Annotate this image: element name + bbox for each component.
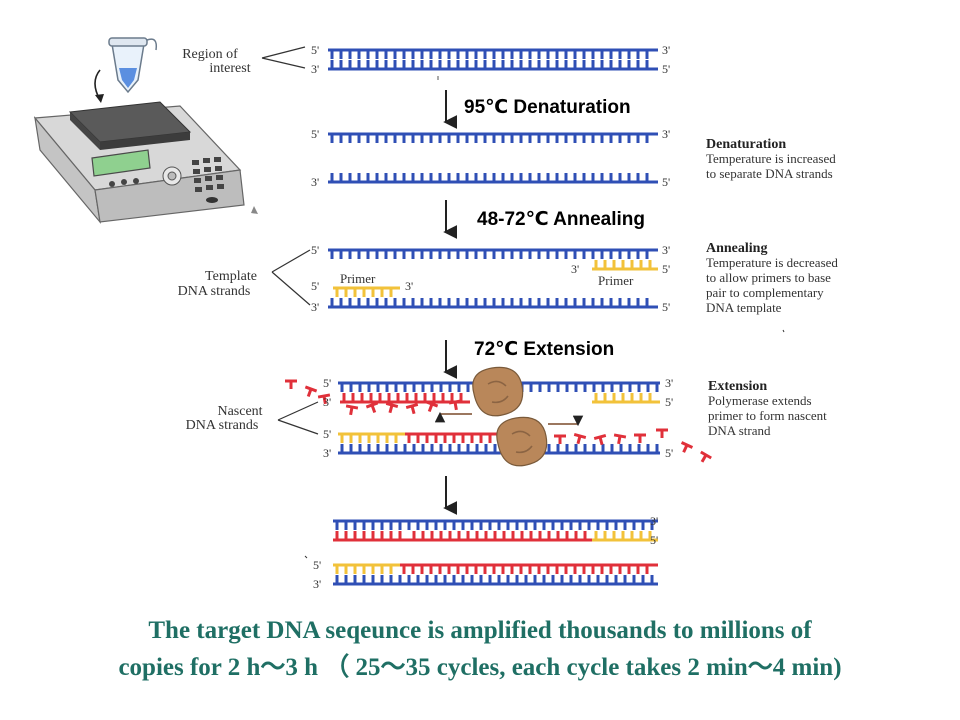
free-nucleotide — [613, 433, 627, 445]
region-bracket — [261, 46, 306, 69]
desc-denaturation-line: to separate DNA strands — [706, 166, 833, 181]
desc-annealing-line: Temperature is decreased — [706, 255, 838, 270]
desc-annealing-line: to allow primers to base — [706, 270, 831, 285]
desc-extension-title: Extension — [708, 379, 767, 394]
primer-anneal-left — [333, 286, 400, 297]
strand-end-label: 5' — [662, 300, 670, 314]
free-nucleotide — [304, 385, 318, 398]
strand-ext-bottom — [338, 444, 660, 455]
strand-anneal-bottom — [328, 298, 658, 309]
desc-denaturation-line: Temperature is increased — [706, 151, 836, 166]
desc-denaturation-title: Denaturation — [706, 137, 786, 152]
polymerase-bottom — [496, 416, 548, 467]
nascent-ext-top — [340, 393, 660, 404]
strand-end-label: 5' — [662, 62, 670, 76]
desc-annealing-title: Annealing — [706, 241, 767, 256]
free-nucleotide — [385, 401, 399, 414]
template-bracket — [271, 249, 311, 306]
label-nascent-strands: Nascent — [217, 404, 262, 419]
label-region-of-interest: interest — [209, 61, 250, 76]
label-template-strands: Template — [205, 269, 257, 284]
nascent-bracket — [277, 401, 319, 435]
primer-anneal-right — [592, 260, 658, 271]
strand-end-label: 3' — [662, 43, 670, 57]
strand-end-label: 5' — [311, 279, 319, 293]
strand-end-label: 5' — [650, 533, 658, 547]
summary-caption: The target DNA seqeunce is amplified tho… — [0, 612, 960, 686]
step-extension: 72℃ Extension — [474, 339, 614, 360]
strand-end-label: 5' — [662, 175, 670, 189]
strand-end-label: 5' — [313, 558, 321, 572]
free-nucleotide — [656, 428, 668, 438]
caption-line-2: copies for 2 h～3 h （ 25～35 cycles, each … — [118, 654, 842, 681]
free-nucleotide — [680, 441, 694, 453]
strand-denat-bottom — [328, 173, 658, 184]
free-nucleotide — [285, 379, 297, 389]
free-nucleotide — [573, 432, 587, 445]
free-nucleotide — [634, 433, 646, 443]
labels: 95℃ Denaturation 48-72℃ Annealing 72℃ Exte… — [178, 43, 839, 591]
strand-prod-top — [333, 519, 658, 530]
free-nucleotide — [425, 400, 439, 413]
label-nascent-strands: DNA strands — [186, 418, 259, 433]
free-nucleotide — [554, 434, 566, 444]
strand-end-label: 3' — [662, 243, 670, 257]
strand-end-label: 5' — [323, 427, 331, 441]
label-region-of-interest: Region of — [182, 47, 238, 62]
desc-annealing-line: pair to complementary — [706, 285, 824, 300]
primer-label-right: Primer — [598, 273, 634, 288]
strand-end-label: 5' — [311, 243, 319, 257]
strand-end-label: 5' — [311, 127, 319, 141]
free-nucleotide — [317, 393, 331, 405]
desc-extension-line: DNA strand — [708, 423, 771, 438]
strand-end-label: 3' — [405, 279, 413, 293]
strand-end-label: 3' — [311, 300, 319, 314]
strand-denat-top — [328, 132, 658, 143]
desc-extension-line: Polymerase extends — [708, 393, 812, 408]
strand-end-label: 3' — [311, 62, 319, 76]
pcr-diagram-svg: 95℃ Denaturation 48-72℃ Annealing 72℃ Exte… — [33, 37, 839, 591]
strand-end-label: 3' — [650, 514, 658, 528]
free-nucleotide — [365, 401, 379, 414]
strand-end-label: 3' — [571, 262, 579, 276]
desc-extension-line: primer to form nascent — [708, 408, 827, 423]
dna-strands — [285, 48, 712, 586]
free-nucleotide — [345, 404, 359, 416]
strand-end-label: 5' — [323, 376, 331, 390]
strand-end-label: 5' — [662, 262, 670, 276]
polymerases — [434, 366, 584, 467]
thermal-cycler-icon — [33, 101, 258, 225]
step-denaturation: 95℃ Denaturation — [464, 97, 631, 118]
free-nucleotide — [405, 402, 419, 415]
strand-end-label: 3' — [662, 127, 670, 141]
desc-annealing-line: DNA template — [706, 300, 782, 315]
free-nucleotide — [700, 450, 712, 463]
strand-end-label: 3' — [311, 175, 319, 189]
free-nucleotide — [593, 433, 607, 446]
strand-region-bottom — [328, 60, 658, 71]
strand-end-label: 5' — [665, 395, 673, 409]
strand-end-label: 3' — [313, 577, 321, 591]
free-nucleotide — [448, 399, 462, 411]
strand-anneal-top — [328, 248, 658, 259]
strand-region-top — [328, 48, 658, 59]
strand-prod-2 — [333, 531, 658, 542]
polymerase-top — [472, 366, 524, 417]
strand-end-label: 5' — [311, 43, 319, 57]
strand-end-label: 5' — [665, 446, 673, 460]
label-template-strands: DNA strands — [178, 284, 251, 299]
strand-end-label: 3' — [323, 446, 331, 460]
strand-prod-bottom — [333, 575, 658, 586]
caption-line-1: The target DNA seqeunce is amplified tho… — [148, 617, 812, 644]
step-annealing: 48-72℃ Annealing — [477, 209, 645, 230]
strand-prod-3 — [333, 563, 658, 574]
strand-end-label: 3' — [665, 376, 673, 390]
primer-label-left: Primer — [340, 271, 376, 286]
nascent-ext-bottom — [338, 432, 500, 443]
sample-tube-icon — [94, 37, 158, 103]
strand-end-label: 3' — [323, 395, 331, 409]
